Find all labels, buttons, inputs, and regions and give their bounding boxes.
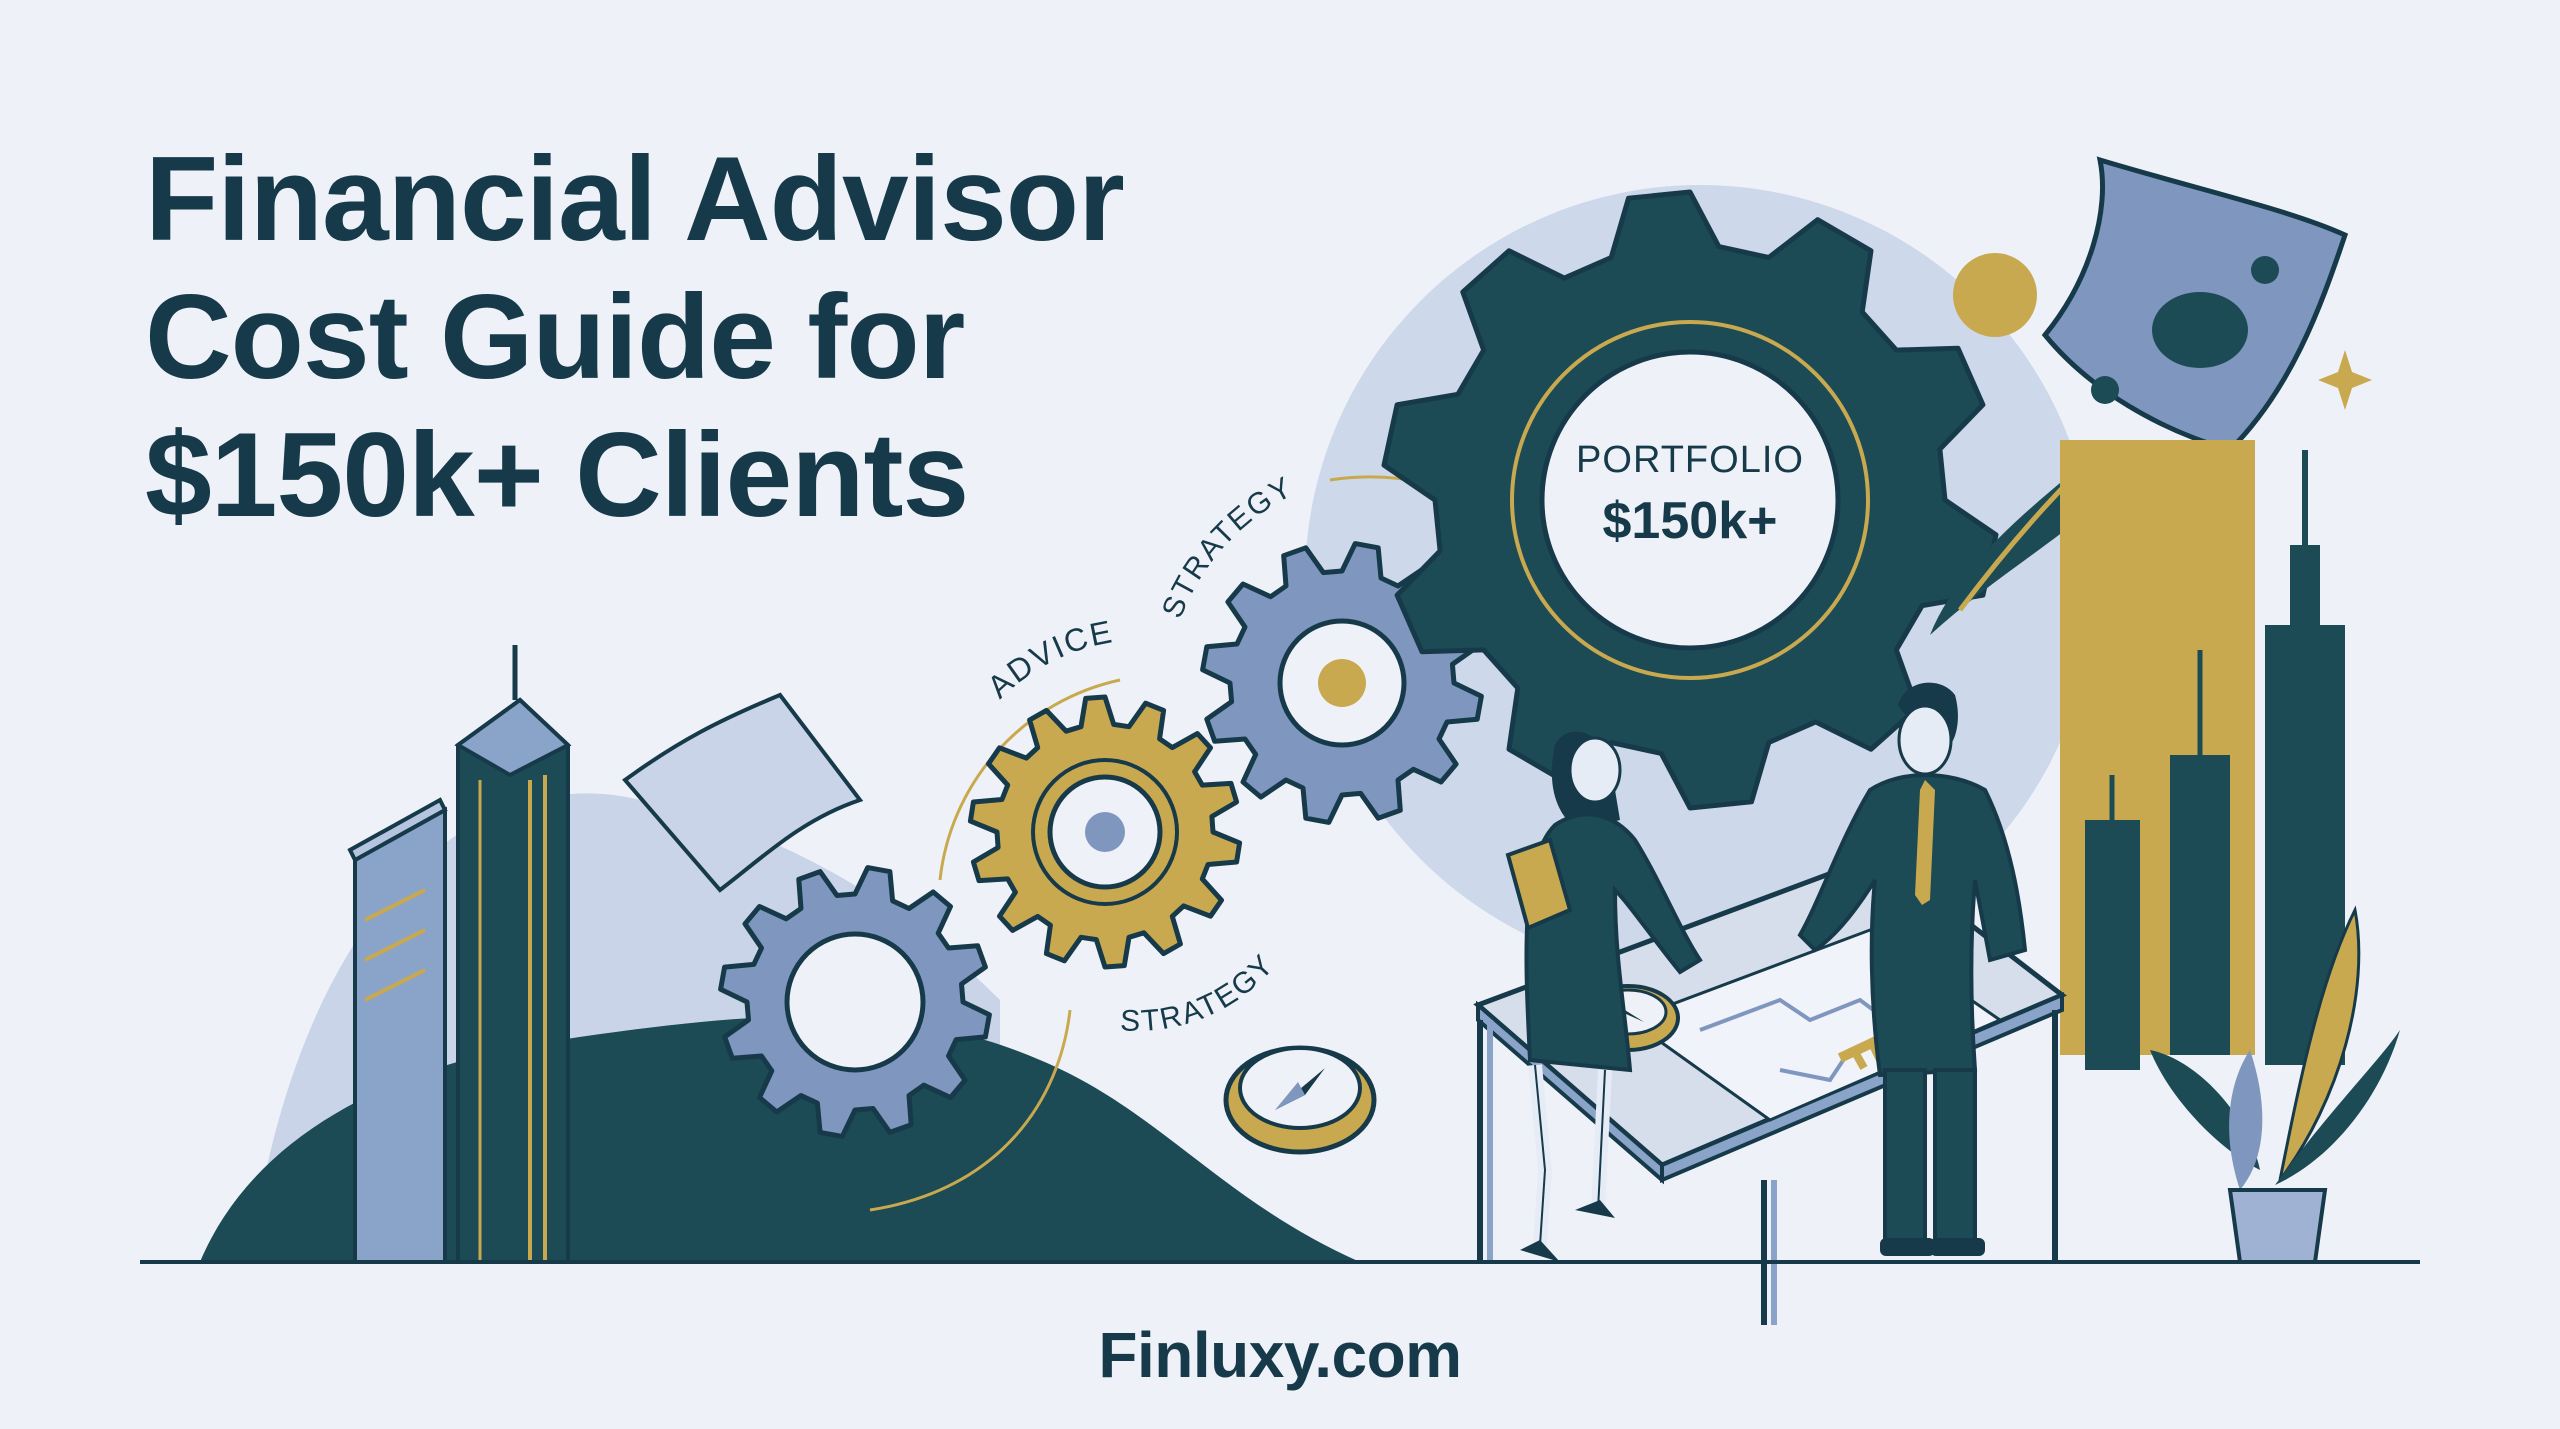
gear-icon — [1381, 189, 1999, 811]
floating-paper — [622, 692, 864, 893]
arc-line-3 — [869, 1009, 1072, 1212]
label-advice: ADVICE — [980, 613, 1116, 705]
portfolio-title: PORTFOLIO — [1576, 439, 1804, 481]
money-bill-icon — [1930, 156, 2349, 635]
gear-ring — [1510, 320, 1870, 680]
headline-line-1: Financial Advisor — [145, 132, 1125, 266]
headline-line-3: $150k+ Clients — [145, 408, 969, 542]
sparkle-icon — [2318, 350, 2372, 410]
gear-icon — [967, 694, 1243, 970]
gear-hole — [1539, 349, 1841, 651]
gear-center-dot — [1318, 659, 1366, 707]
compass-icon — [1223, 1045, 1377, 1155]
footer-brand: Finluxy.com — [1098, 1319, 1462, 1391]
skyscraper-icon — [347, 645, 572, 1264]
headline: Financial Advisor Cost Guide for $150k+ … — [145, 130, 1395, 544]
gear-ring — [1031, 758, 1179, 906]
gear-icon — [718, 865, 992, 1139]
gear-hole — [784, 931, 926, 1073]
plant-icon — [2150, 905, 2400, 1264]
person-woman — [1505, 731, 1703, 1262]
gear-center-dot — [1085, 812, 1125, 852]
portfolio-value: $150k+ — [1603, 492, 1778, 550]
gold-dot — [1953, 253, 2037, 337]
label-strategy-bottom: STRATEGY — [1120, 948, 1281, 1038]
person-man — [1797, 682, 2028, 1256]
headline-line-2: Cost Guide for — [145, 270, 965, 404]
